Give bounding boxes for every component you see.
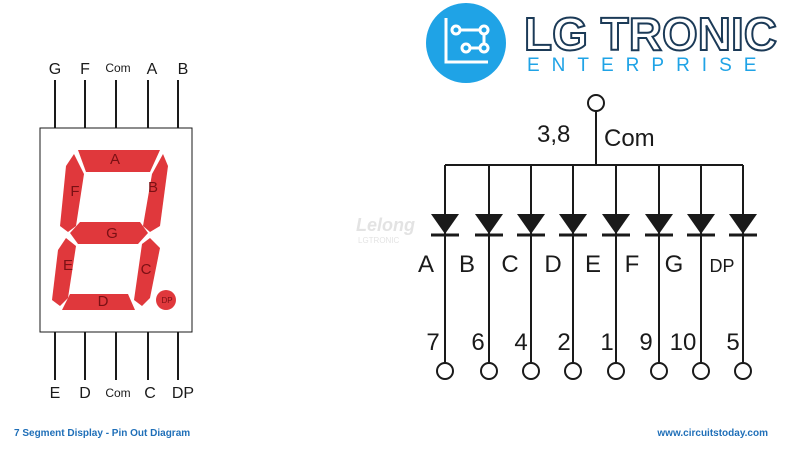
watermark-subtext: LGTRONIC	[358, 236, 400, 245]
pin-terminal-icon	[607, 362, 625, 380]
bottom-pin-label: C	[144, 385, 156, 402]
top-pin-label: F	[80, 61, 90, 78]
segment-label-f: F	[70, 183, 79, 200]
segment-b	[143, 154, 168, 232]
diode-g: G 10	[665, 165, 715, 380]
bottom-pin-label: E	[50, 385, 61, 402]
pin-number-label: 10	[670, 329, 697, 356]
pin-terminal-icon	[734, 362, 752, 380]
segment-c	[134, 238, 160, 306]
top-pin-label: G	[49, 61, 61, 78]
diode-symbol-icon	[517, 214, 545, 234]
diode-d: D2	[544, 165, 587, 380]
pin-number-label: 4	[514, 329, 527, 356]
common-label: Com	[604, 125, 655, 152]
segment-g	[70, 222, 148, 244]
top-pin-label: B	[178, 61, 189, 78]
pin-terminal-icon	[522, 362, 540, 380]
footer-caption-right: www.circuitstoday.com	[657, 428, 768, 439]
watermark-text: Lelong	[356, 215, 415, 235]
brand-name: LG TRONIC	[524, 8, 777, 60]
watermark: Lelong LGTRONIC	[356, 215, 415, 245]
segment-name-label: A	[418, 251, 434, 278]
segment-f	[60, 154, 84, 232]
segment-label-dp: DP	[161, 296, 172, 305]
segment-name-label: C	[501, 251, 518, 278]
diode-b: B6	[459, 165, 503, 380]
seven-segment-package: G F Com A B E D Com C DP A B C D E	[39, 61, 194, 402]
pin-number-label: 6	[471, 329, 484, 356]
pin-terminal-icon	[564, 362, 582, 380]
segment-dp	[156, 290, 176, 310]
segment-name-label: DP	[709, 256, 734, 276]
diode-symbol-icon	[431, 214, 459, 234]
diode-symbol-icon	[645, 214, 673, 234]
bottom-pin-label: Com	[105, 386, 130, 400]
diode-e: E1	[585, 165, 630, 380]
segment-name-label: B	[459, 251, 475, 278]
segment-label-d: D	[98, 293, 109, 310]
pin-terminal-icon	[692, 362, 710, 380]
diode-symbol-icon	[602, 214, 630, 234]
pin-terminal-icon	[480, 362, 498, 380]
segment-e	[52, 238, 76, 306]
bottom-pin-label: DP	[172, 385, 194, 402]
segment-label-c: C	[141, 261, 152, 278]
segment-name-label: F	[625, 251, 640, 278]
bottom-pin-label: D	[79, 385, 91, 402]
diode-c: C4	[501, 165, 545, 380]
brand-tagline: ENTERPRISE	[527, 55, 768, 76]
diode-dp: DP 5	[709, 165, 757, 380]
diode-symbol-icon	[559, 214, 587, 234]
brand-logo: LG TRONIC ENTERPRISE	[426, 3, 778, 83]
segment-name-label: E	[585, 251, 601, 278]
segment-label-b: B	[148, 179, 158, 196]
pin-number-label: 5	[726, 329, 739, 356]
common-terminal-icon	[587, 94, 605, 112]
segment-label-e: E	[63, 257, 73, 274]
diode-a: A7	[418, 165, 459, 380]
diode-f: F9	[625, 165, 673, 380]
pin-number-label: 1	[600, 329, 613, 356]
segment-a	[78, 150, 160, 172]
top-pin-label: Com	[105, 61, 130, 75]
circuit-icon	[444, 18, 490, 64]
pin-number-label: 7	[426, 329, 439, 356]
segment-name-label: D	[544, 251, 561, 278]
top-pin-label: A	[147, 61, 158, 78]
segment-label-g: G	[106, 225, 118, 242]
segment-label-a: A	[110, 151, 120, 168]
diode-symbol-icon	[475, 214, 503, 234]
footer-caption-left: 7 Segment Display - Pin Out Diagram	[14, 428, 191, 439]
segment-name-label: G	[665, 251, 684, 278]
pin-terminal-icon	[650, 362, 668, 380]
diode-symbol-icon	[687, 214, 715, 234]
pin-number-label: 2	[557, 329, 570, 356]
segment-d	[62, 294, 135, 310]
pin-number-label: 9	[639, 329, 652, 356]
diode-symbol-icon	[729, 214, 757, 234]
common-pins-label: 3,8	[537, 121, 570, 148]
pin-terminal-icon	[436, 362, 454, 380]
